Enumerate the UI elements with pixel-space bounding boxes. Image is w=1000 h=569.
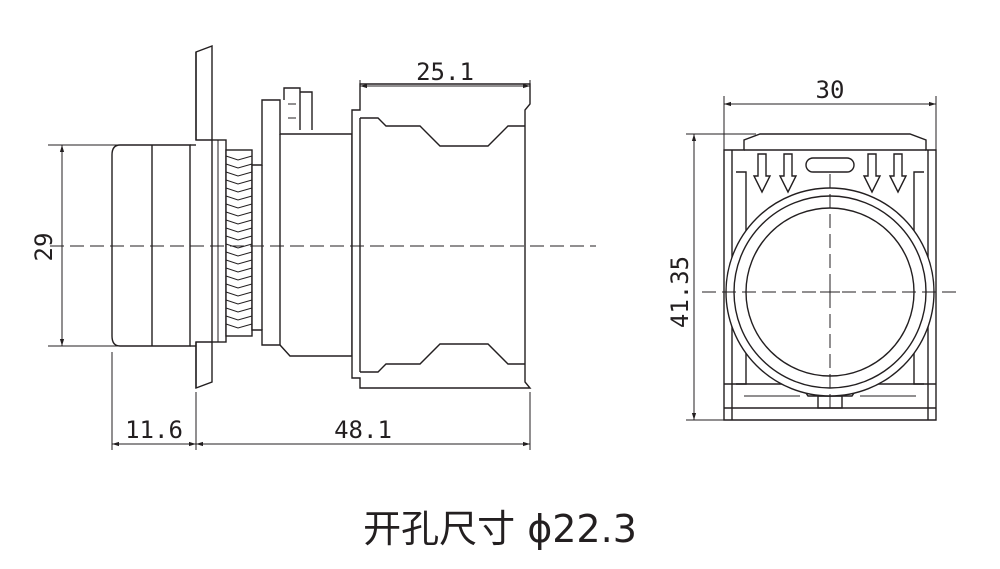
dim-11-6: 11.6 (111, 352, 197, 450)
contact-block (351, 83, 532, 389)
front-view: 30 41.35 (666, 76, 962, 421)
nut-tooth (225, 211, 253, 217)
down-arrow-icon (778, 153, 798, 194)
nut-tooth (225, 283, 253, 289)
nut-tooth (225, 251, 253, 257)
nut-tooth (225, 195, 253, 201)
nut-tooth (225, 259, 253, 265)
nut-tooth (225, 315, 253, 321)
down-arrow-icon (888, 153, 908, 194)
dim-48-1-label: 48.1 (334, 416, 392, 444)
nut-tooth (225, 267, 253, 273)
nut-tooth (225, 299, 253, 305)
nut-tooth (225, 307, 253, 313)
ring-nut (225, 149, 253, 337)
mounting-panel (195, 44, 213, 390)
nut-tooth (225, 275, 253, 281)
nut-tooth (225, 155, 253, 161)
nut-tooth (225, 163, 253, 169)
dim-29: 29 (30, 144, 118, 347)
down-arrow-icon (862, 153, 882, 194)
nut-tooth (225, 227, 253, 233)
nut-tooth (225, 171, 253, 177)
dim-30: 30 (723, 76, 937, 150)
nut-tooth (225, 219, 253, 225)
dim-25-1-label: 25.1 (416, 58, 474, 86)
adapter (251, 87, 353, 357)
bezel (211, 139, 227, 343)
dim-11-6-label: 11.6 (125, 416, 183, 444)
dim-41-35-label: 41.35 (666, 256, 694, 328)
side-view: 29 11.6 48.1 25.1 (30, 44, 596, 450)
nut-tooth (225, 323, 253, 329)
nut-tooth (225, 179, 253, 185)
nut-tooth (225, 235, 253, 241)
dim-48-1: 48.1 (196, 392, 531, 450)
nut-tooth (225, 187, 253, 193)
dim-41-35: 41.35 (666, 133, 756, 421)
cutout-caption: 开孔尺寸 ϕ22.3 (363, 507, 637, 551)
down-arrow-icon (752, 153, 772, 194)
dim-30-label: 30 (816, 76, 845, 104)
nut-tooth (225, 243, 253, 249)
dim-25-1: 25.1 (359, 58, 531, 110)
dim-29-label: 29 (30, 233, 58, 262)
nut-tooth (225, 203, 253, 209)
nut-tooth (225, 291, 253, 297)
top-arrows (752, 153, 908, 194)
